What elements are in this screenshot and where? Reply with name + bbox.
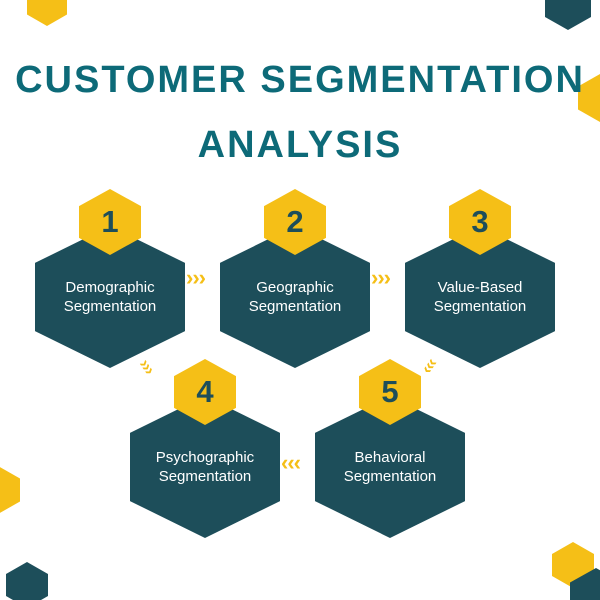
step-label-5: Behavioral Segmentation [343,448,437,486]
step-number-1: 1 [101,204,119,239]
step-label-1: Demographic Segmentation [63,278,157,316]
title-line-2: ANALYSIS [197,124,403,167]
decor-hexagon-icon-top-right [545,0,591,30]
chevrons-down-left-icon-3-5: ››› [419,355,443,378]
chevrons-right-icon-2-3: ››› [371,265,391,290]
title-line-1: CUSTOMER SEGMENTATION [15,59,585,101]
step-number-5: 5 [381,374,399,409]
chevrons-down-right-icon-1-4: ››› [135,355,159,378]
step-number-3: 3 [471,204,489,239]
step-label-3: Value-Based Segmentation [433,278,527,316]
decor-hexagon-icon-bottom-left [6,562,48,600]
chevrons-left-icon-5-4: ‹‹‹ [281,450,301,475]
step-number-2: 2 [286,204,304,239]
step-number-4: 4 [196,374,214,409]
step-label-4: Psychographic Segmentation [155,448,255,486]
page-title: CUSTOMER SEGMENTATION ANALYSIS [0,48,600,179]
decor-hexagon-icon-right-edge [578,74,600,122]
decor-hexagon-icon-top-left [27,0,67,26]
step-label-2: Geographic Segmentation [248,278,342,316]
decor-hexagon-icon-left-edge [0,466,20,514]
chevrons-right-icon-1-2: ››› [186,265,206,290]
